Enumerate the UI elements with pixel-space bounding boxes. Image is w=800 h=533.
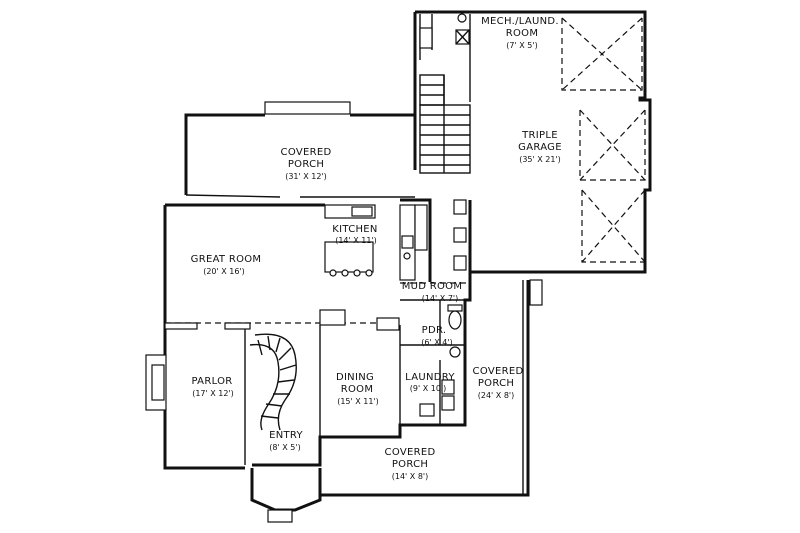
laundry-size: (9' X 10') xyxy=(410,384,446,393)
side-porch-size: (24' X 8') xyxy=(478,391,514,400)
side-porch-label: COVERED xyxy=(473,366,524,377)
rear-stair xyxy=(419,74,471,174)
side-porch-label-2: PORCH xyxy=(478,378,514,389)
entry-size: (8' X 5') xyxy=(269,443,300,452)
kitchen-island xyxy=(324,241,374,273)
kitchen-sink xyxy=(351,206,373,217)
garage-size: (35' X 21') xyxy=(519,155,561,164)
pdr-size: (6' X 4') xyxy=(421,338,452,347)
garage-walls xyxy=(413,10,652,274)
rear-porch xyxy=(184,101,415,198)
water-heater xyxy=(457,13,467,23)
front-porch xyxy=(320,279,543,497)
pdr-fixtures xyxy=(419,304,463,417)
kitchen-size: (14' X 11') xyxy=(335,236,377,245)
house-walls xyxy=(145,198,472,523)
mech-laund-label-2: ROOM xyxy=(506,28,539,39)
great-room-label: GREAT ROOM xyxy=(191,254,262,265)
rear-porch-label: COVERED xyxy=(281,147,332,158)
garage-label-2: GARAGE xyxy=(518,142,562,153)
pdr-label: PDR. xyxy=(422,325,447,336)
parlor-size: (17' X 12') xyxy=(192,389,234,398)
front-porch-size: (14' X 8') xyxy=(392,472,428,481)
kitchen-fixtures xyxy=(324,204,428,281)
mud-room-label: MUD ROOM xyxy=(402,281,463,292)
mud-room-size: (14' X 7') xyxy=(422,294,458,303)
front-porch-label-2: PORCH xyxy=(392,459,428,470)
dining-label: DINING xyxy=(336,372,374,383)
parlor-label: PARLOR xyxy=(191,376,232,387)
mech-laund-size: (7' X 5') xyxy=(506,41,537,50)
garage-label: TRIPLE xyxy=(521,130,558,141)
great-room-size: (20' X 16') xyxy=(203,267,245,276)
side-posts xyxy=(453,199,467,271)
mech-fixture xyxy=(419,27,433,49)
entry-stair xyxy=(249,333,297,431)
entry-label: ENTRY xyxy=(269,430,303,441)
kitchen-label: KITCHEN xyxy=(332,224,377,235)
garage-doors xyxy=(561,17,646,263)
mech-laund-label: MECH./LAUND. xyxy=(481,16,559,27)
dining-label-2: ROOM xyxy=(341,384,374,395)
dining-size: (15' X 11') xyxy=(337,397,379,406)
front-porch-label: COVERED xyxy=(385,447,436,458)
laundry-label: LAUNDRY xyxy=(405,372,455,383)
rear-porch-label-2: PORCH xyxy=(288,159,324,170)
rear-porch-size: (31' X 12') xyxy=(285,172,327,181)
